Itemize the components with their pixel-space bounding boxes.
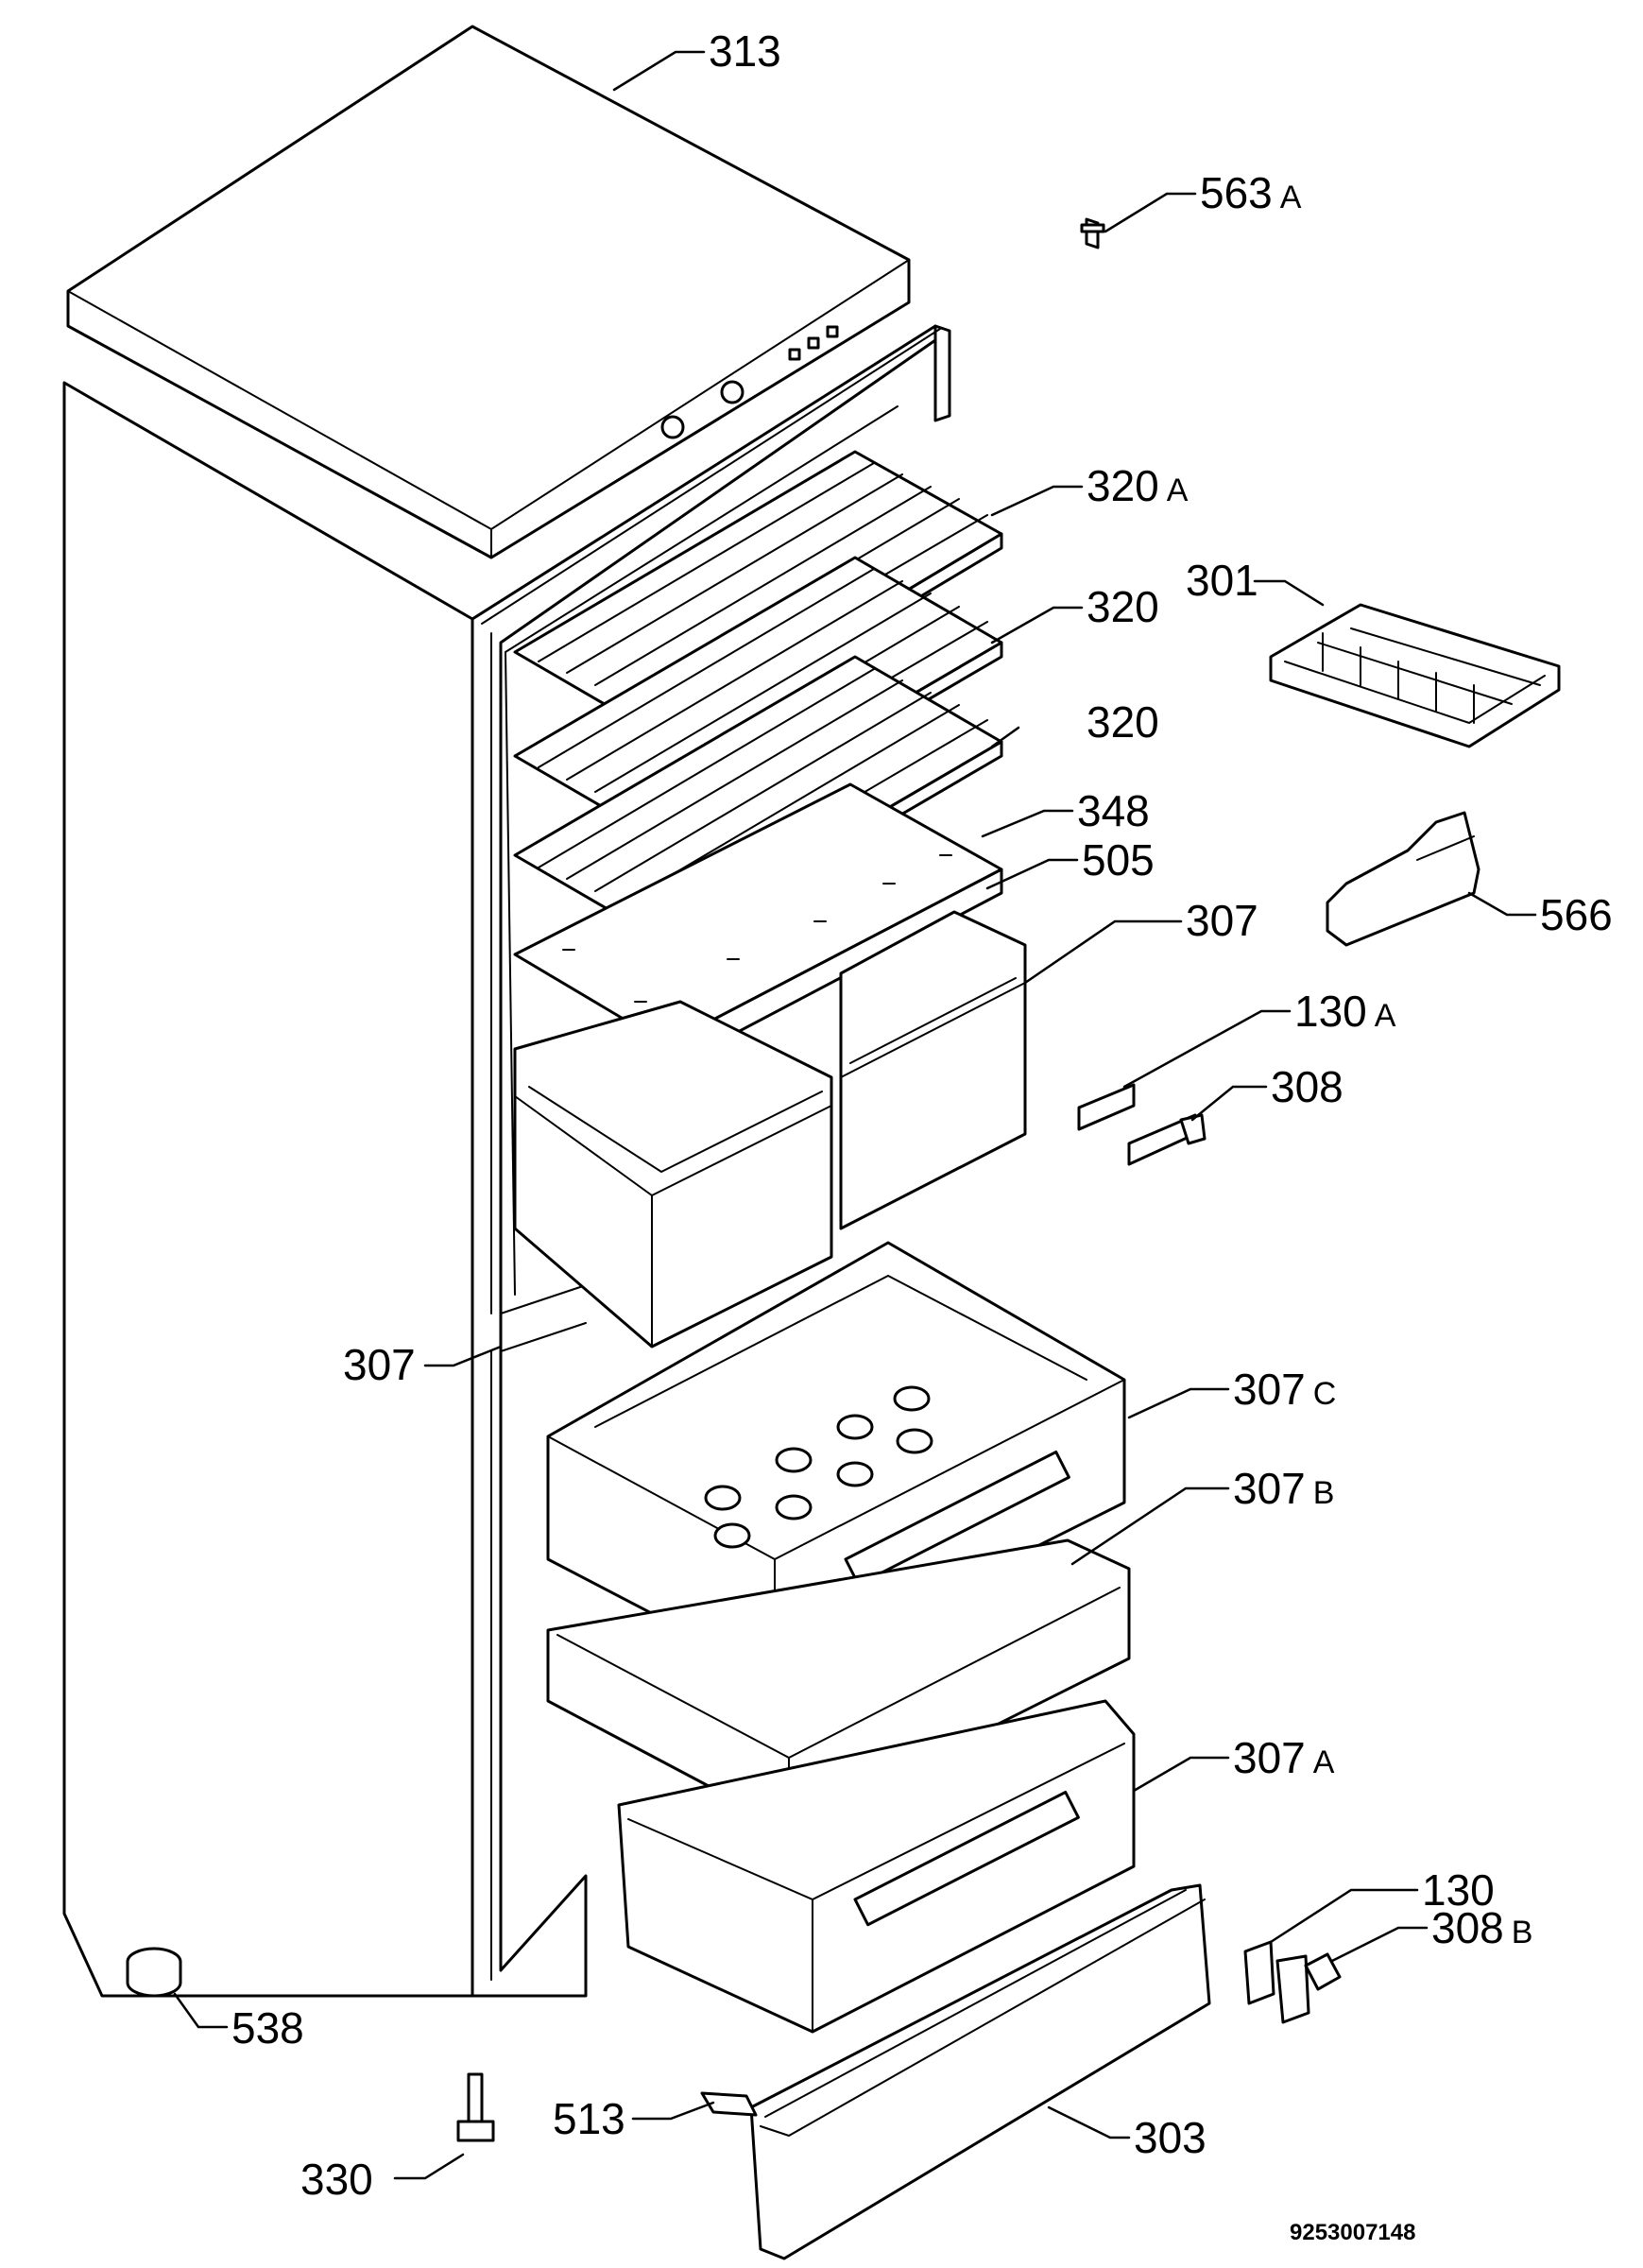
label-330: 330 [300,2155,373,2204]
adjustable-foot-330 [456,2072,495,2142]
foot-cap-538 [126,1947,182,1998]
label-513: 513 [553,2094,625,2143]
label-320-c: 320 [1087,697,1159,747]
label-505: 505 [1082,835,1155,885]
top-cover [66,25,911,559]
document-number: 9253007148 [1290,2220,1415,2245]
freezer-drawer-left [513,1000,833,1349]
label-301: 301 [1186,556,1258,605]
vent-hole-icon [893,1385,931,1412]
vent-hole-icon [775,1447,813,1473]
label-303: 303 [1134,2113,1207,2162]
hinge-pin-top [1080,217,1105,249]
crisper-drawer-middle [546,1538,1131,1830]
cover-plate-130 [1243,1940,1275,2005]
label-320-b: 320 [1087,582,1159,631]
label-308: 308 [1271,1062,1343,1111]
glass-shelf [513,782,1003,1072]
control-knob-icon [660,415,685,439]
label-538: 538 [231,2003,304,2053]
cover-plate-130a [1077,1083,1136,1131]
vent-hole-icon [713,1522,751,1549]
control-knob-icon [720,380,744,404]
ice-scraper [1326,811,1480,947]
vent-hole-icon [896,1428,933,1454]
vent-hole-icon [836,1414,874,1440]
freezer-back-wall [505,405,899,1296]
vent-hole-icon [836,1461,874,1487]
ice-cube-tray [1269,603,1561,748]
vent-hole-icon [775,1494,813,1521]
leader-lines [173,50,1537,2180]
vent-hole-icon [704,1485,742,1511]
hinge-308 [1127,1113,1207,1166]
crisper-drawer-bottom [617,1699,1136,2034]
label-130: 130 [1422,1865,1495,1915]
label-313: 313 [709,26,781,76]
label-566: 566 [1540,890,1613,939]
clip-513 [700,2091,758,2117]
label-307-left: 307 [343,1340,416,1389]
label-307-upper: 307 [1186,896,1258,945]
freezer-drawer-right [839,910,1027,1230]
cabinet-body [62,324,951,1998]
hinge-308b [1275,1952,1342,2024]
door-shelf [749,1883,1211,2260]
label-348: 348 [1077,786,1150,835]
